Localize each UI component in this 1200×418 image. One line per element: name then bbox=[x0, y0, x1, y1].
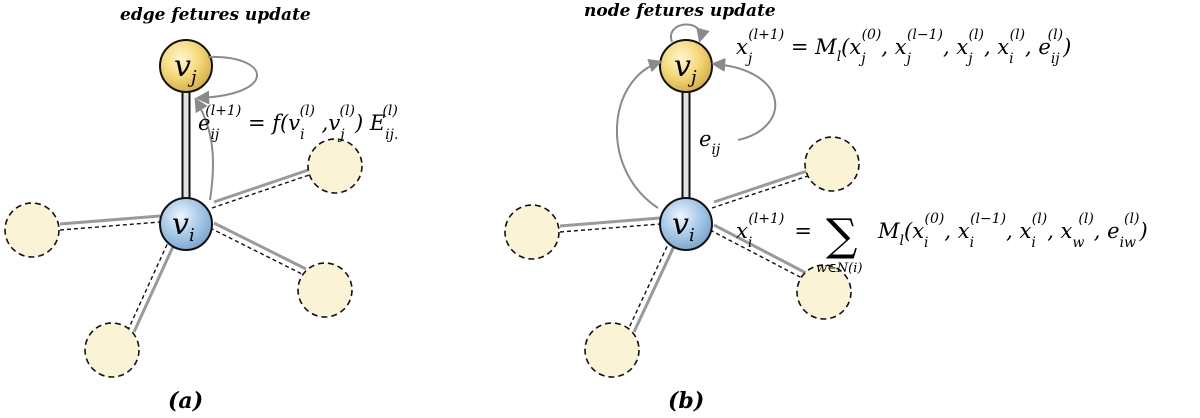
node-vj-a: vj bbox=[159, 39, 213, 93]
arrow-from-vj bbox=[195, 55, 258, 105]
summation-symbol: ∑ bbox=[826, 210, 857, 261]
neighbor-node bbox=[307, 138, 363, 194]
edge-to-n3-shade bbox=[213, 221, 307, 271]
panel-a-title: edge fetures update bbox=[120, 5, 311, 25]
node-vi-b: vi bbox=[659, 197, 713, 251]
panel-b-neighbors bbox=[504, 136, 860, 378]
node-vi-b-label: vi bbox=[672, 207, 695, 246]
neighbor-node bbox=[297, 262, 353, 318]
edge-to-n2 bbox=[59, 221, 161, 231]
panel-a-arrows bbox=[194, 55, 258, 201]
node-vj-b-label: vj bbox=[674, 49, 697, 88]
neighbor-node bbox=[84, 322, 140, 378]
neighbor-edges bbox=[559, 166, 817, 333]
node-vj-b: vj bbox=[659, 39, 713, 93]
node-vi-a-label: vi bbox=[172, 207, 195, 246]
neighbor-node bbox=[4, 202, 60, 258]
panel-b-caption: (b) bbox=[668, 388, 704, 414]
neighbor-node bbox=[804, 136, 860, 192]
arrow-from-vi bbox=[194, 97, 214, 201]
panel-b: node fetures update bbox=[504, 1, 1148, 414]
node-i-eq-lhs: xi(l+1)= bbox=[736, 211, 812, 251]
edge-to-n1-shade bbox=[213, 164, 321, 204]
neighbor-node bbox=[504, 204, 560, 260]
panel-a: edge fetures update bbox=[4, 5, 398, 414]
neighbor-node bbox=[584, 322, 640, 378]
arrow-edge-to-vj bbox=[711, 57, 777, 141]
panel-b-edges bbox=[559, 92, 817, 333]
edge-to-n1-shade bbox=[713, 166, 817, 204]
edge-to-n2-shade bbox=[59, 214, 161, 226]
summation-index: w∈N(i) bbox=[816, 261, 862, 276]
node-i-eq-rhs: Ml(xi(0), xi(l−1), xi(l), xw(l), eiw(l)) bbox=[877, 211, 1148, 251]
panel-b-title: node fetures update bbox=[584, 1, 776, 21]
edge-to-n4-shade bbox=[132, 239, 178, 333]
neighbor-edges bbox=[59, 164, 321, 333]
neighbor-node bbox=[796, 264, 852, 320]
edge-to-n4 bbox=[627, 239, 671, 331]
self-loop-arrow bbox=[670, 23, 710, 43]
edge-to-n3 bbox=[209, 227, 303, 275]
node-vi-a: vi bbox=[159, 197, 213, 251]
panel-a-edges bbox=[59, 92, 321, 333]
edge-to-n3 bbox=[709, 229, 803, 279]
edge-to-n4-shade bbox=[632, 241, 678, 333]
node-j-update-equation: xj(l+1) = Ml(xj(0), xj(l−1), xj(l), xi(l… bbox=[736, 27, 1071, 67]
edge-to-n1 bbox=[711, 173, 815, 209]
edge-to-n2 bbox=[559, 223, 661, 233]
panel-a-neighbors bbox=[4, 138, 363, 378]
node-i-update-equation: xi(l+1)= ∑ w∈N(i) Ml(xi(0), xi(l−1), xi(… bbox=[736, 210, 1148, 276]
arrow-vi-to-vj bbox=[615, 58, 663, 209]
edge-to-n1 bbox=[211, 171, 319, 209]
panel-a-caption: (a) bbox=[168, 388, 203, 414]
edge-label-eij: eij bbox=[699, 127, 721, 158]
panel-b-arrows bbox=[615, 23, 777, 209]
edge-to-n3-shade bbox=[713, 223, 807, 275]
node-vj-a-label: vj bbox=[174, 49, 197, 88]
edge-to-n4 bbox=[127, 237, 171, 331]
edge-to-n2-shade bbox=[559, 216, 661, 228]
edge-update-equation: eij(l+1) = f(vi(l) ,vj(l)) Eij.(l) bbox=[198, 103, 398, 143]
